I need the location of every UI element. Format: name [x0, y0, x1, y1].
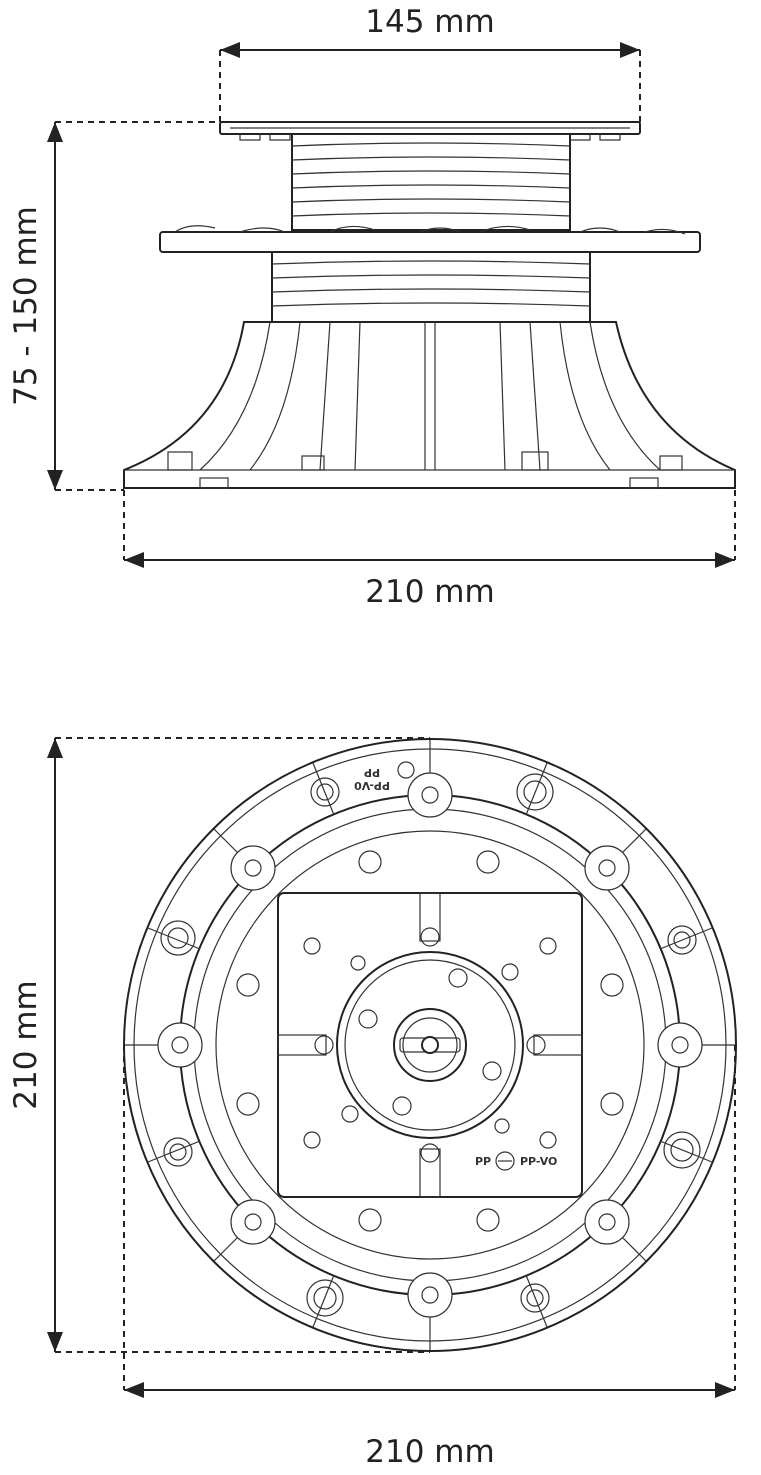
marking-right-a: PP [475, 1155, 491, 1168]
top-width-label: 145 mm [365, 4, 494, 40]
top-view-width-dimension: 210 mm [123, 1045, 736, 1470]
pedestal-side-drawing [123, 121, 736, 489]
marking-right: PP PP-VO [475, 1151, 557, 1171]
top-view: 210 mm [8, 737, 737, 1470]
height-dimension: 75 - 150 mm [8, 121, 220, 491]
top-view-height-dimension: 210 mm [8, 737, 430, 1353]
marking-top-b: PP [364, 766, 380, 779]
base-width-dimension: 210 mm [123, 490, 736, 610]
side-view: 145 mm 75 - 150 mm [8, 4, 736, 610]
top-view-height-label: 210 mm [8, 980, 44, 1109]
marking-top: PP-V0 PP [354, 766, 390, 792]
top-view-width-label: 210 mm [365, 1434, 494, 1470]
marking-top-a: PP-V0 [354, 779, 390, 792]
top-width-dimension: 145 mm [219, 4, 641, 122]
height-label: 75 - 150 mm [8, 206, 44, 406]
base-width-label: 210 mm [365, 574, 494, 610]
marking-right-b: PP-VO [520, 1155, 557, 1168]
pedestal-top-drawing: PP-V0 PP PP PP-VO [123, 738, 737, 1352]
